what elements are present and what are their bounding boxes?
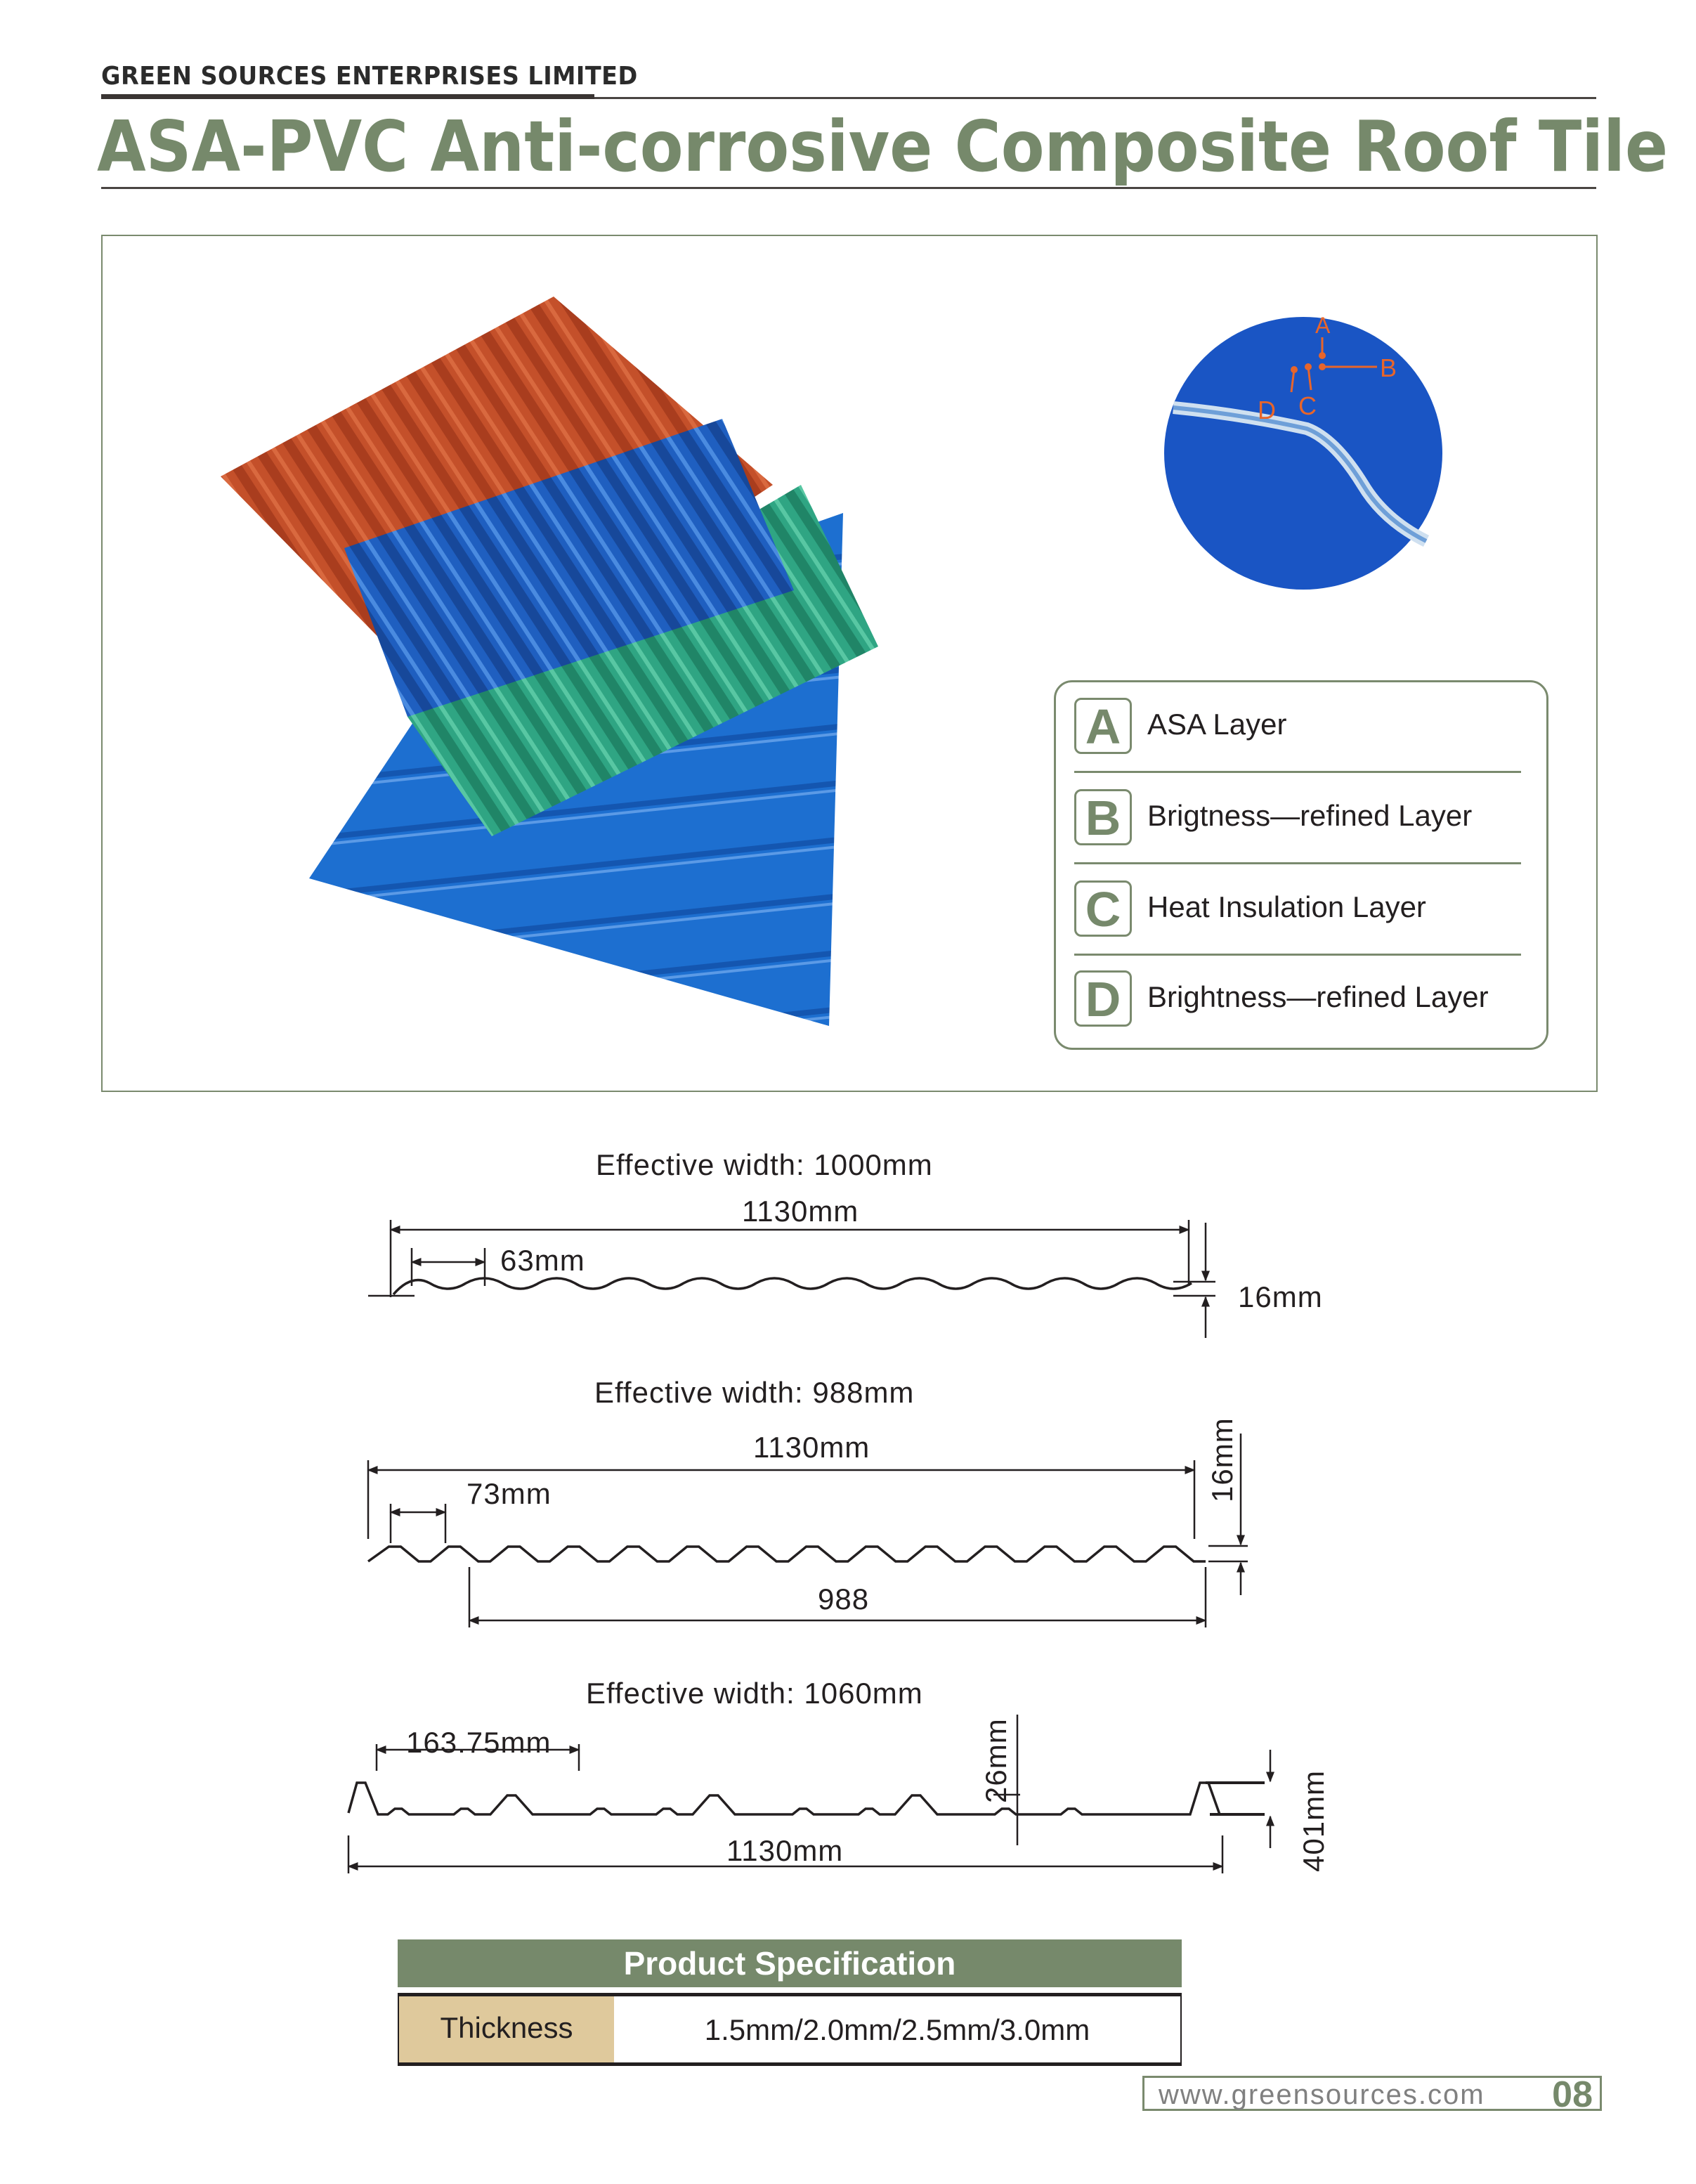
profile-3-total-width: 1130mm	[726, 1834, 844, 1867]
label-d: D	[1258, 396, 1276, 424]
company-name: GREEN SOURCES ENTERPRISES LIMITED	[101, 62, 638, 91]
header-divider	[594, 97, 1596, 99]
legend-letter: B	[1074, 789, 1132, 845]
profile-1-title: Effective width: 1000mm	[596, 1148, 933, 1181]
cross-section-closeup: A B C D	[1164, 313, 1442, 590]
spec-table-heading: Product Specification	[398, 1939, 1182, 1987]
profile-1-pitch: 63mm	[500, 1244, 585, 1277]
legend-label: Brigtness—refined Layer	[1147, 799, 1473, 832]
footer: www.greensources.com 08	[1142, 2074, 1602, 2115]
profile-2-total-width: 1130mm	[753, 1431, 870, 1464]
profile-3-pitch: 163.75mm	[406, 1726, 552, 1759]
layer-legend: A ASA Layer B Brigtness—refined Layer C …	[1054, 680, 1548, 1050]
profile-2-wave	[367, 1545, 1206, 1563]
product-image-panel	[101, 235, 1598, 1092]
profile-2-effective: 988	[818, 1582, 870, 1616]
legend-label: Brightness—refined Layer	[1147, 980, 1489, 1013]
profile-1-height: 16mm	[1238, 1280, 1323, 1313]
spec-key: Thickness	[399, 1996, 614, 2062]
profile-3-height-2: 401mm	[1297, 1769, 1330, 1872]
profile-3-wave	[347, 1781, 1221, 1816]
roof-tiles-photo	[221, 297, 878, 1026]
profile-1-total-width: 1130mm	[742, 1195, 859, 1228]
legend-label: ASA Layer	[1147, 708, 1287, 741]
legend-row: D Brightness—refined Layer	[1074, 959, 1521, 1044]
profile-2-height: 16mm	[1206, 1417, 1239, 1502]
label-a: A	[1315, 313, 1331, 338]
profile-1-wave	[392, 1277, 1192, 1296]
profile-2-title: Effective width: 988mm	[594, 1376, 915, 1409]
legend-row: A ASA Layer	[1074, 687, 1521, 773]
legend-row: B Brigtness—refined Layer	[1074, 778, 1521, 864]
page-title: ASA-PVC Anti-corrosive Composite Roof Ti…	[97, 105, 1668, 188]
label-c: C	[1298, 391, 1317, 420]
profile-2-pitch: 73mm	[467, 1477, 552, 1510]
legend-letter: C	[1074, 880, 1132, 937]
label-b: B	[1380, 353, 1397, 382]
spec-value: 1.5mm/2.0mm/2.5mm/3.0mm	[704, 2013, 1090, 2046]
page-number: 08	[1552, 2074, 1593, 2115]
legend-letter: D	[1074, 970, 1132, 1027]
profile-3-title: Effective width: 1060mm	[586, 1677, 923, 1710]
website-link[interactable]: www.greensources.com	[1159, 2079, 1485, 2110]
title-divider	[101, 187, 1596, 189]
spec-table-row: Thickness 1.5mm/2.0mm/2.5mm/3.0mm	[398, 1993, 1182, 2066]
legend-letter: A	[1074, 698, 1132, 754]
header-divider-thick	[101, 94, 594, 99]
profile-3-height: 26mm	[979, 1718, 1012, 1803]
legend-label: Heat Insulation Layer	[1147, 890, 1426, 923]
legend-row: C Heat Insulation Layer	[1074, 869, 1521, 956]
